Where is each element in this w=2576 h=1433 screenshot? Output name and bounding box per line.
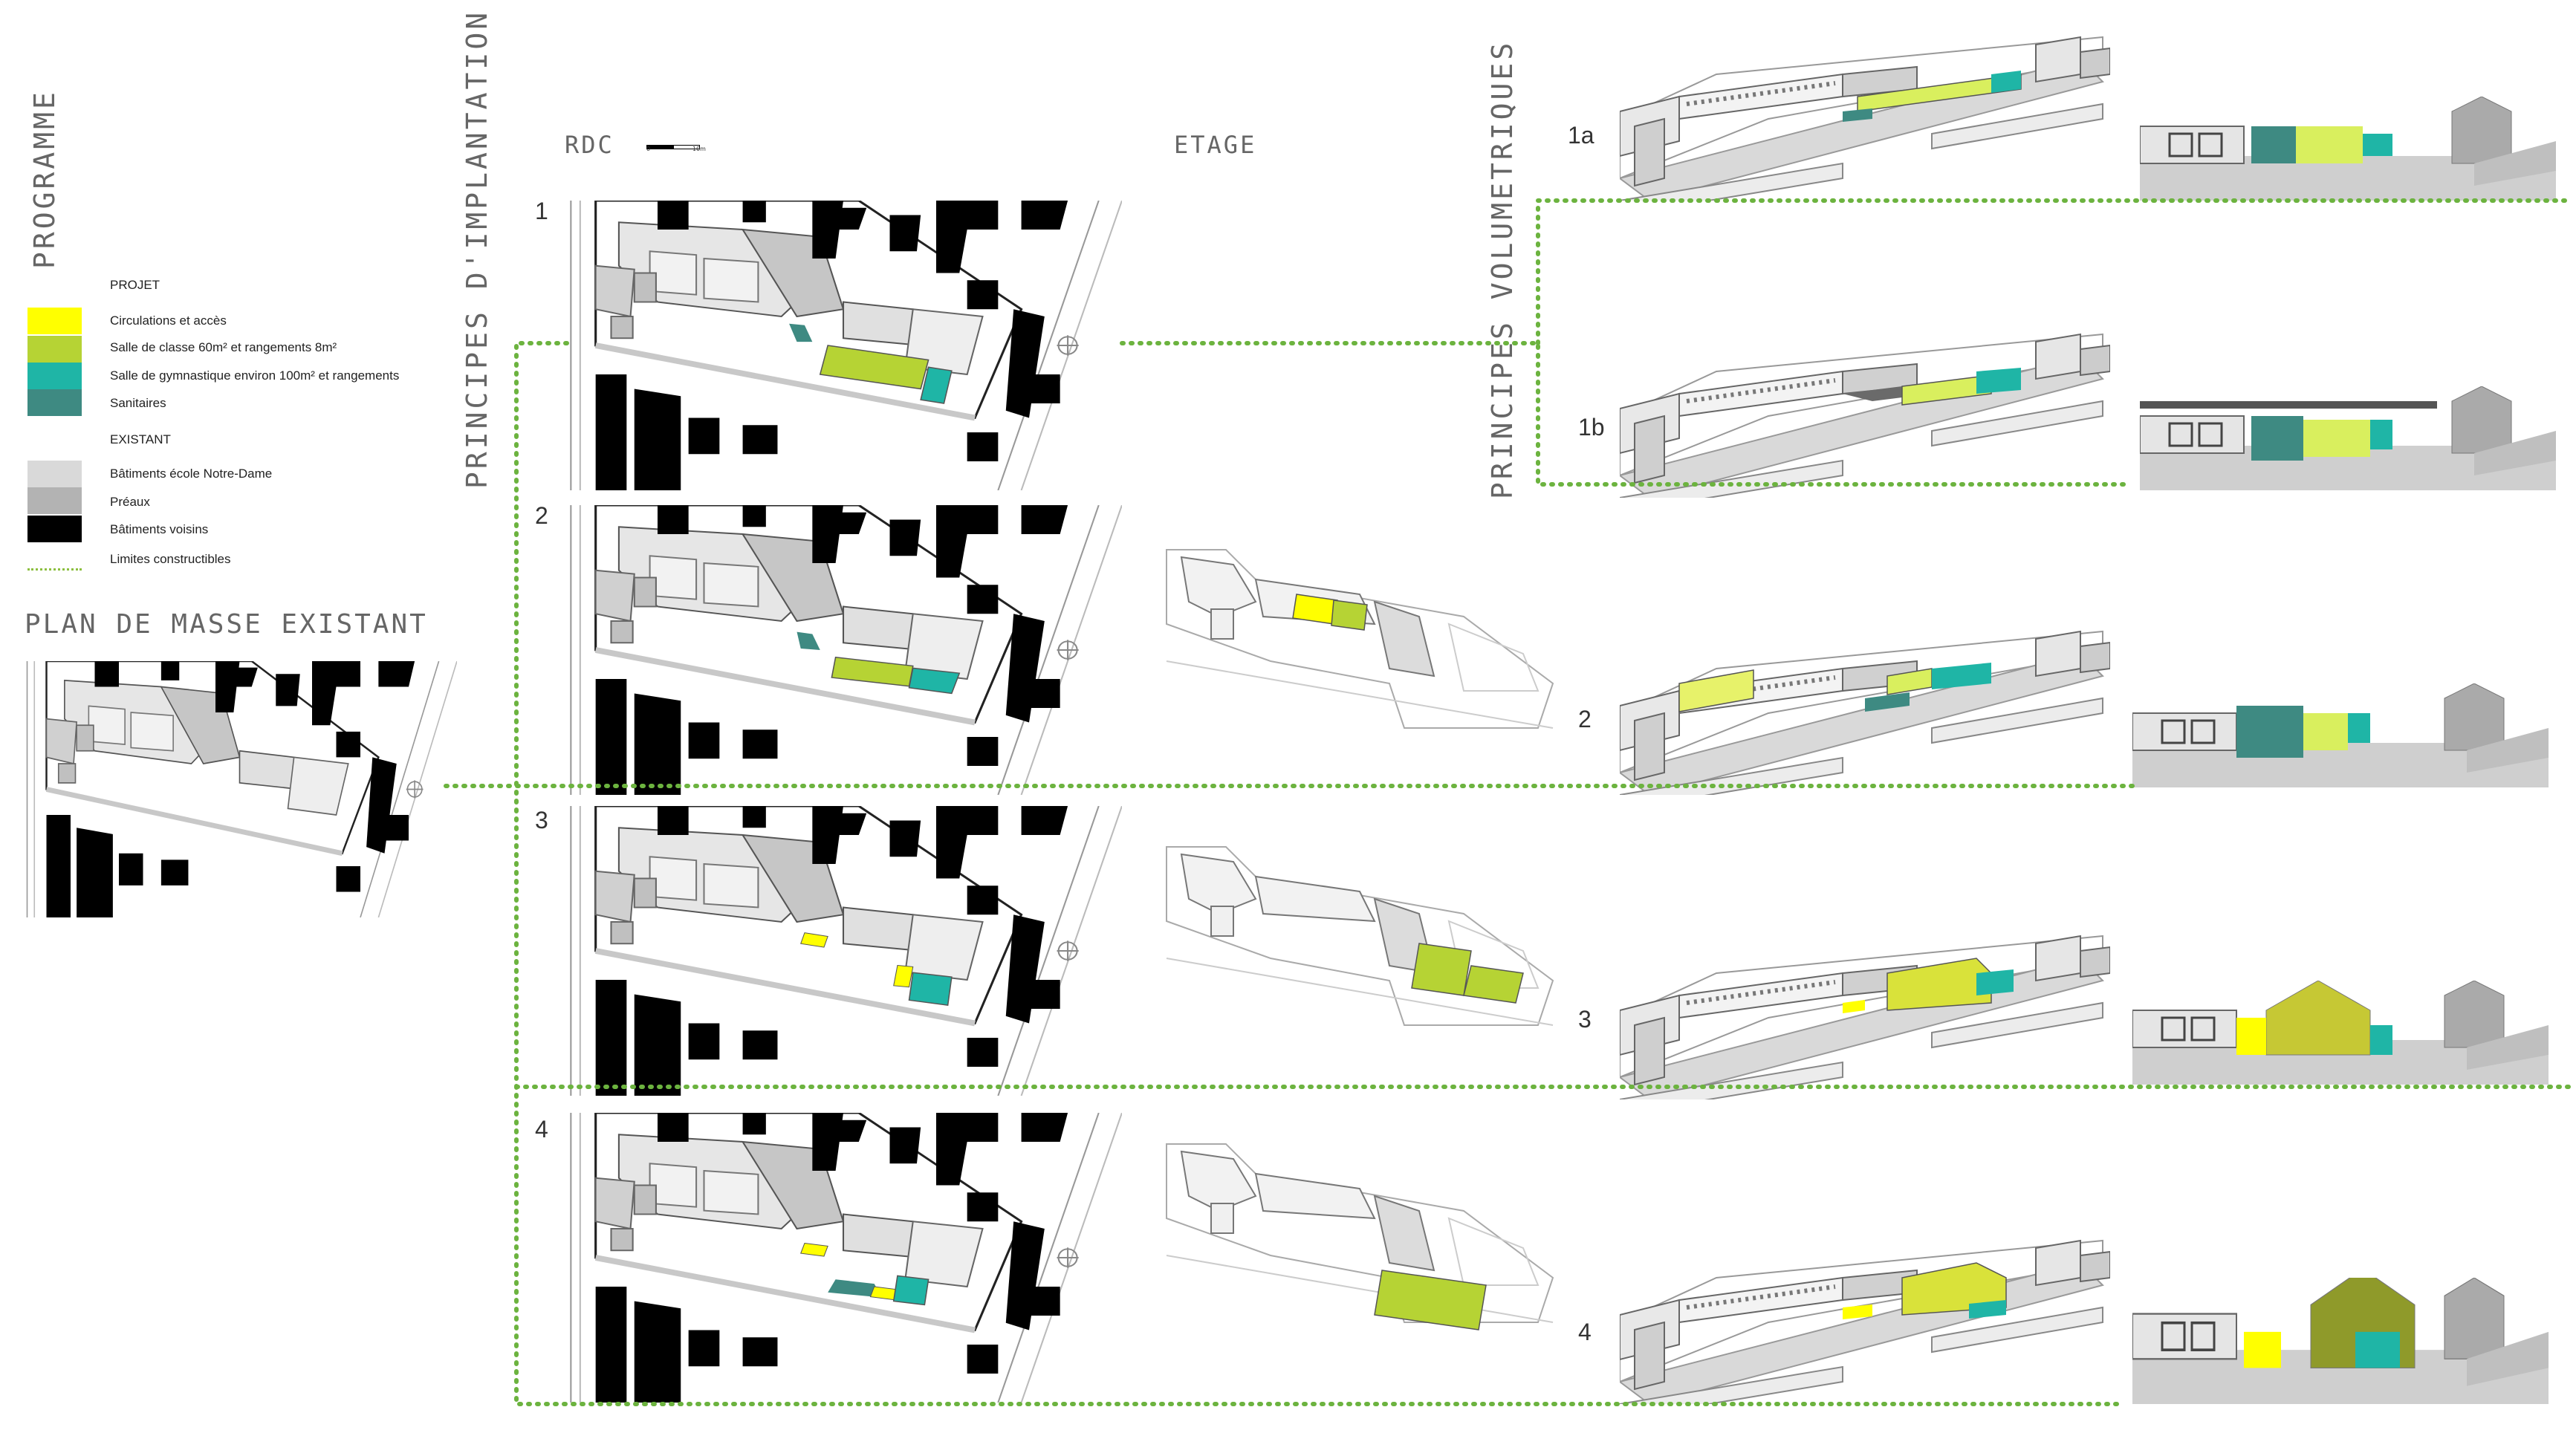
option-label-4: 4 bbox=[535, 1116, 548, 1143]
legend-label-classe: Salle de classe 60m² et rangements 8m² bbox=[110, 340, 337, 354]
etage-plan-option-3 bbox=[1159, 817, 1560, 1062]
axo-view-4 bbox=[1620, 1233, 2110, 1404]
legend-label-circulation: Circulations et accès bbox=[110, 313, 227, 328]
persp-view-1b bbox=[2140, 386, 2556, 490]
legend-swatch-preaux bbox=[27, 487, 82, 514]
volume-label-4: 4 bbox=[1578, 1319, 1592, 1345]
volume-label-1b: 1b bbox=[1578, 414, 1605, 441]
legend-label-preaux: Préaux bbox=[110, 495, 150, 509]
legend-swatch-sanitaires bbox=[27, 389, 82, 416]
option-label-1: 1 bbox=[535, 198, 548, 224]
axo-view-2 bbox=[1620, 624, 2110, 795]
option-label-3: 3 bbox=[535, 807, 548, 834]
legend-label-ecole: Bâtiments école Notre-Dame bbox=[110, 467, 273, 481]
axo-view-1b bbox=[1620, 327, 2110, 498]
rdc-plan-option-1 bbox=[565, 201, 1122, 490]
legend-swatch-circulation bbox=[27, 308, 82, 334]
etage-title: ETAGE bbox=[1174, 131, 1257, 159]
legend-swatch-limites bbox=[27, 568, 82, 571]
persp-view-3 bbox=[2132, 981, 2549, 1085]
rdc-plan-option-2 bbox=[565, 505, 1122, 795]
rdc-title: RDC bbox=[565, 131, 614, 159]
volume-label-3: 3 bbox=[1578, 1006, 1592, 1033]
volume-label-1a: 1a bbox=[1568, 122, 1594, 149]
scale-start: 0 bbox=[646, 146, 651, 152]
scale-end: 10m bbox=[692, 146, 706, 152]
legend-label-voisins: Bâtiments voisins bbox=[110, 522, 209, 536]
persp-view-1a bbox=[2140, 97, 2556, 201]
option-label-2: 2 bbox=[535, 502, 548, 529]
legend-label-gym: Salle de gymnastique environ 100m² et ra… bbox=[110, 368, 400, 383]
programme-title: PROGRAMME bbox=[28, 89, 61, 269]
rdc-plan-option-3 bbox=[565, 806, 1122, 1096]
legend-swatch-gym bbox=[27, 363, 82, 389]
legend-existant-heading: EXISTANT bbox=[110, 432, 171, 446]
volumetriques-title: PRINCIPES VOLUMETRIQUES bbox=[1486, 39, 1519, 499]
legend-projet-heading: PROJET bbox=[110, 278, 160, 292]
scale-bar: 0 10m bbox=[646, 138, 706, 152]
axo-view-1a bbox=[1620, 30, 2110, 201]
legend-swatch-voisins bbox=[27, 516, 82, 542]
persp-view-4 bbox=[2132, 1278, 2549, 1404]
implantation-title: PRINCIPES D'IMPLANTATION bbox=[461, 9, 493, 489]
legend-swatch-classe bbox=[27, 336, 82, 363]
etage-plan-option-2 bbox=[1159, 520, 1560, 765]
legend-label-sanitaires: Sanitaires bbox=[110, 396, 166, 410]
etage-plan-option-4 bbox=[1159, 1114, 1560, 1359]
rdc-plan-option-4 bbox=[565, 1113, 1122, 1403]
plan-masse-existant bbox=[22, 661, 457, 917]
legend-label-limites: Limites constructibles bbox=[110, 552, 231, 566]
volume-label-2: 2 bbox=[1578, 706, 1592, 732]
legend-swatch-ecole bbox=[27, 461, 82, 487]
plan-masse-title: PLAN DE MASSE EXISTANT bbox=[25, 609, 428, 640]
persp-view-2 bbox=[2132, 683, 2549, 787]
axo-view-3 bbox=[1620, 929, 2110, 1099]
